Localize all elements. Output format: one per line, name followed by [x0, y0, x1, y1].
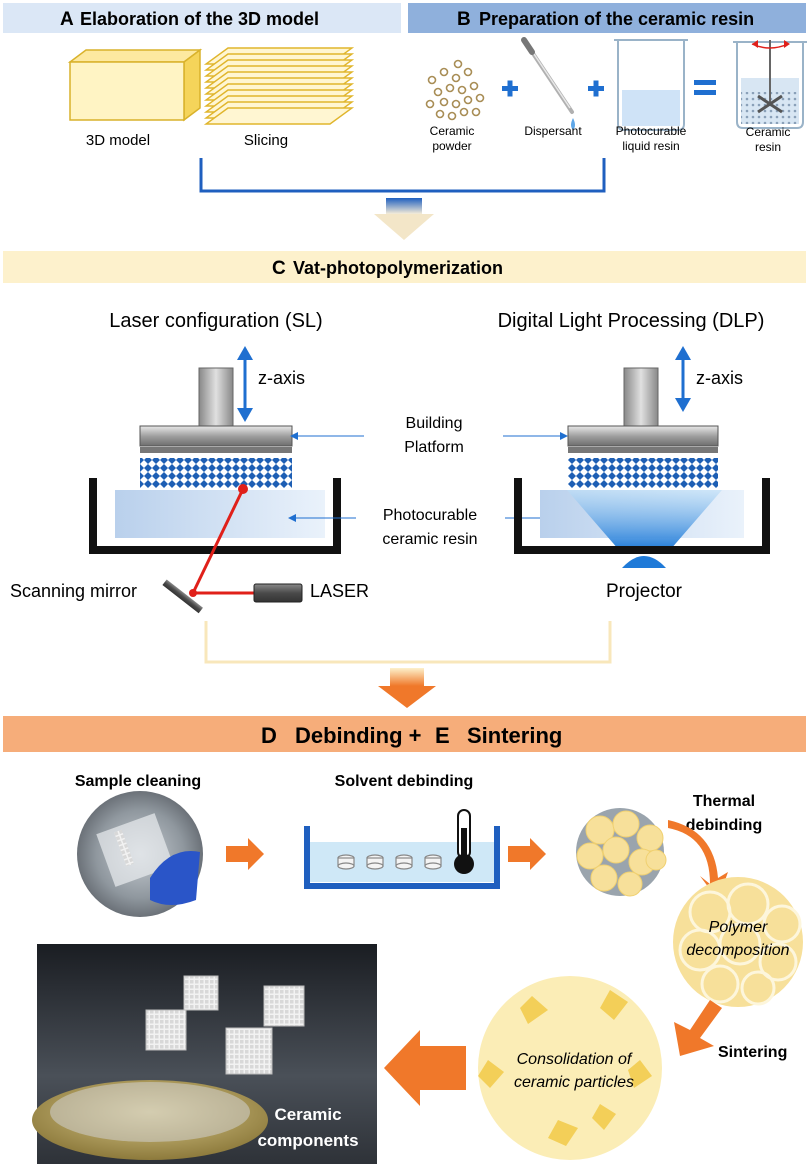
dlp-z-axis-label: z-axis [696, 368, 743, 388]
3d-model-icon [67, 48, 203, 122]
z-axis-arrow-icon [237, 346, 253, 422]
z-axis-arrow-icon [675, 346, 691, 412]
dlp-title: Digital Light Processing (DLP) [498, 310, 765, 332]
banner-section-de [3, 716, 806, 752]
laser-spot-icon [189, 589, 197, 597]
section-a-letter: A [60, 9, 74, 30]
label-slicing: Slicing [244, 132, 288, 149]
plus-icon [502, 80, 518, 97]
label-ceramic-powder-1: Ceramic [430, 124, 475, 138]
ceramic-powder-icon [425, 59, 485, 121]
beaker-icon [614, 39, 688, 131]
thermal-debinding-label-1: Thermal [693, 793, 755, 810]
section-c-letter: C [272, 258, 286, 279]
curved-arrow-icon [668, 820, 728, 900]
sl-vat [89, 478, 341, 554]
connector-c [204, 621, 612, 664]
section-b-title: Preparation of the ceramic resin [479, 9, 754, 29]
banner-section-b [408, 3, 806, 33]
section-c-title: Vat-photopolymerization [293, 258, 503, 278]
thermal-debinding-label-2: debinding [686, 817, 762, 834]
label-photocurable-1: Photocurable [616, 124, 687, 138]
sample-cleaning-label: Sample cleaning [75, 773, 201, 790]
components-label-1: Ceramic [274, 1105, 341, 1124]
arrow-left-big-icon [384, 1030, 466, 1106]
section-e-title: Sintering [467, 723, 562, 748]
scanning-mirror-label: Scanning mirror [10, 581, 137, 601]
curved-arrow-icon [674, 1000, 722, 1056]
equals-icon [694, 80, 716, 95]
pipette-icon [521, 37, 575, 130]
label-ceramic-resin-1: Ceramic [746, 125, 791, 139]
connector-ab [199, 158, 606, 193]
arrow-right-icon [508, 838, 546, 870]
packed-particles-icon [576, 808, 667, 897]
label-ceramic-powder-2: powder [432, 139, 471, 153]
sintering-label: Sintering [718, 1044, 787, 1061]
thermometer-icon [454, 809, 474, 874]
photocurable-label-2: ceramic resin [382, 531, 477, 548]
arrow-down-blue-icon [374, 198, 434, 240]
section-b-letter: B [457, 9, 471, 30]
dlp-vat [514, 478, 770, 554]
slicing-icon [203, 47, 355, 125]
building-platform-label-1: Building [406, 415, 463, 432]
arrow-down-orange-icon [378, 668, 436, 708]
sample-cleaning-photo [77, 791, 203, 917]
section-e-letter: E [435, 723, 450, 748]
plus-icon [588, 80, 604, 97]
laser-spot-icon [238, 484, 248, 494]
consolidation-label-1: Consolidation of [517, 1051, 633, 1068]
stirred-beaker-icon [733, 40, 807, 129]
dlp-build-platform [567, 367, 719, 488]
banner-section-c [3, 251, 806, 283]
section-d-letter: D [261, 723, 277, 748]
laser-beam [191, 488, 256, 595]
section-a-title: Elaboration of the 3D model [80, 9, 319, 29]
solvent-debinding-label: Solvent debinding [335, 773, 474, 790]
label-photocurable-2: liquid resin [622, 139, 679, 153]
banner-section-a [3, 3, 401, 33]
consolidated-particles-icon [478, 976, 662, 1160]
label-dispersant: Dispersant [524, 124, 582, 138]
polymer-label-1: Polymer [709, 919, 768, 936]
consolidation-label-2: ceramic particles [514, 1074, 634, 1091]
sl-build-platform [139, 367, 293, 488]
laser-device-icon [253, 583, 303, 603]
arrow-right-icon [226, 838, 264, 870]
projector-label: Projector [606, 581, 683, 602]
laser-label: LASER [310, 581, 369, 601]
components-label-2: components [257, 1131, 358, 1150]
building-platform-label-2: Platform [404, 439, 464, 456]
section-d-title: Debinding + [295, 723, 422, 748]
label-3d-model: 3D model [86, 132, 150, 149]
polymer-label-2: decomposition [686, 942, 789, 959]
scanning-mirror-icon [162, 579, 203, 614]
ceramic-components-photo [32, 944, 377, 1164]
sl-z-axis-label: z-axis [258, 368, 305, 388]
label-ceramic-resin-2: resin [755, 140, 781, 154]
polymer-decomposition-icon [673, 877, 803, 1007]
photocurable-label-1: Photocurable [383, 507, 477, 524]
projector-icon [622, 556, 666, 568]
sl-title: Laser configuration (SL) [109, 310, 322, 332]
